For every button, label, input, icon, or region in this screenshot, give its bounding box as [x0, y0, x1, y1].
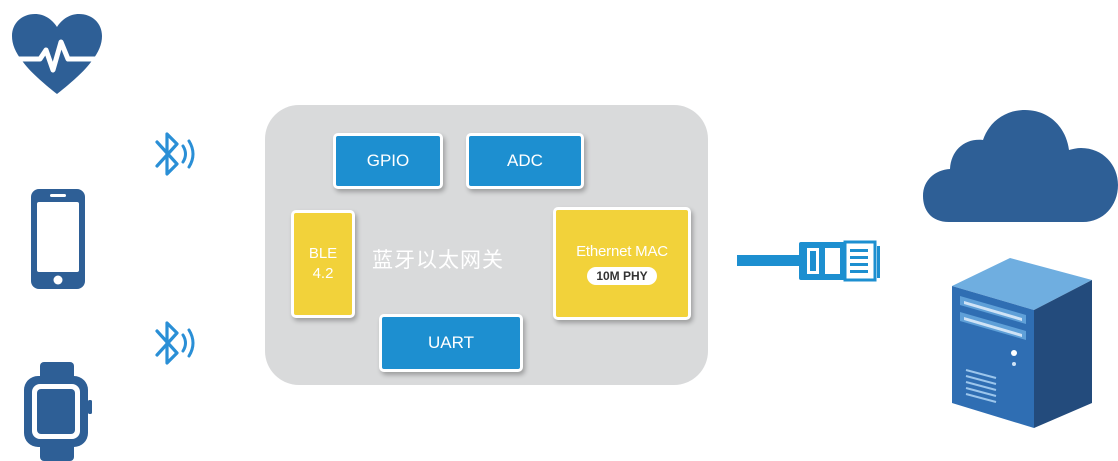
server-icon: [952, 258, 1092, 428]
ble-version-label: 4.2: [312, 265, 334, 282]
adc-module: ADC: [466, 133, 584, 189]
smartwatch-icon: [24, 362, 92, 461]
ethernet-connector-icon: [737, 234, 883, 290]
gpio-label: GPIO: [366, 151, 410, 170]
uart-module: UART: [379, 314, 523, 372]
ble-label: BLE: [308, 245, 338, 262]
ethernet-mac-label: Ethernet MAC: [576, 242, 668, 260]
smartphone-icon: [31, 189, 85, 289]
ethernet-mac-module: Ethernet MAC 10M PHY: [553, 207, 691, 320]
gateway-title: 蓝牙以太网关: [372, 249, 504, 272]
bluetooth-signal-icon: [149, 315, 199, 371]
gpio-module: GPIO: [333, 133, 443, 189]
ble-module: BLE 4.2: [291, 210, 355, 318]
phy-badge: 10M PHY: [587, 266, 657, 285]
adc-label: ADC: [507, 151, 543, 170]
cloud-icon: [923, 110, 1118, 222]
heart-rate-icon: [12, 14, 102, 96]
uart-label: UART: [428, 333, 474, 352]
bluetooth-signal-icon: [149, 126, 199, 182]
